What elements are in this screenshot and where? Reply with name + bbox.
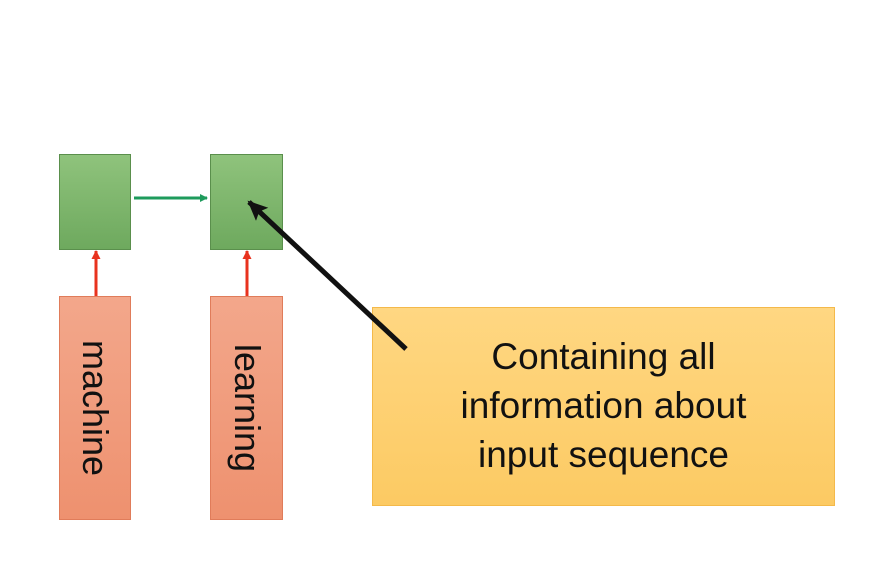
pointer-arrow [247,200,408,351]
hidden-state-1 [59,154,131,250]
input-box-learning: learning [210,296,283,520]
input-box-machine: machine [59,296,131,520]
callout-box: Containing all information about input s… [372,307,835,506]
hidden-state-2 [210,154,283,250]
callout-text: Containing all information about input s… [460,336,747,475]
